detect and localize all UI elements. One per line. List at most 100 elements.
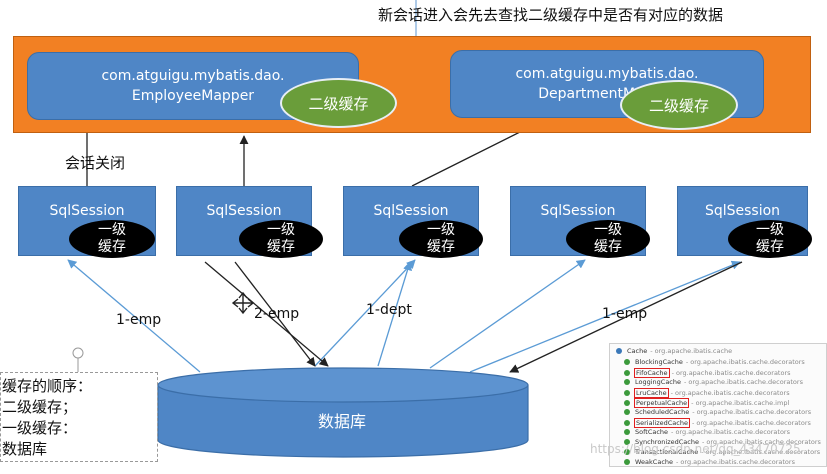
edge-label-1-emp-right: 1-emp [602, 306, 648, 322]
class-name: SoftCache [635, 428, 669, 436]
class-name: SynchronizedCache [635, 438, 699, 446]
first-level-cache: 一级 缓存 [239, 220, 323, 258]
sqlsession-box: SqlSession 一级 缓存 [510, 186, 650, 258]
mapper-namespace: com.atguigu.mybatis.dao. [101, 68, 285, 84]
class-name: SerializedCache [634, 418, 690, 428]
class-name: BlockingCache [635, 358, 683, 366]
first-level-cache-line2: 缓存 [594, 239, 622, 255]
first-level-cache-line1: 一级 [427, 222, 455, 238]
first-level-cache: 一级 缓存 [566, 220, 650, 258]
class-icon [624, 390, 630, 396]
sqlsession-label: SqlSession [373, 203, 449, 219]
rotate-handle-icon [72, 347, 84, 359]
class-package: - org.apache.ibatis.cache.decorators [671, 369, 791, 377]
class-package: - org.apache.ibatis.cache.decorators [701, 438, 821, 446]
sqlsession-label: SqlSession [540, 203, 616, 219]
sqlsession-label: SqlSession [49, 203, 125, 219]
class-icon [624, 400, 630, 406]
class-package: - org.apache.ibatis.cache.decorators [684, 378, 803, 386]
watermark: https://blog.csdn.net/qq_43470725 [590, 442, 801, 456]
arrow-db-to-session3-b [377, 261, 412, 367]
first-level-cache: 一级 缓存 [728, 220, 812, 258]
first-level-cache-line1: 一级 [756, 222, 784, 238]
sqlsession-label: SqlSession [704, 203, 781, 219]
class-row: LruCache- org.apache.ibatis.cache.decora… [624, 388, 790, 398]
sqlsession-box: SqlSession 一级 缓存 [176, 186, 323, 258]
database-cylinder [157, 367, 529, 458]
class-row-header: Cache - org.apache.ibatis.cache [616, 347, 732, 355]
class-icon [624, 370, 630, 376]
edge-label-1-dept: 1-dept [366, 302, 412, 318]
class-name: LoggingCache [635, 378, 682, 386]
first-level-cache-line1: 一级 [98, 222, 126, 238]
cache-order-line: 二级缓存； [2, 398, 78, 416]
first-level-cache-line2: 缓存 [427, 239, 455, 255]
class-icon [624, 379, 630, 385]
class-row: BlockingCache- org.apache.ibatis.cache.d… [624, 358, 805, 366]
class-name: TransactionalCache [635, 448, 699, 456]
class-icon [624, 409, 630, 415]
edge-label-2-emp: 2-emp [254, 306, 300, 322]
first-level-cache-line1: 一级 [267, 222, 295, 238]
class-row: FifoCache- org.apache.ibatis.cache.decor… [624, 368, 791, 378]
class-name: FifoCache [634, 368, 670, 378]
class-row: SynchronizedCache- org.apache.ibatis.cac… [624, 438, 821, 446]
sqlsession-label: SqlSession [206, 203, 282, 219]
mapper-name: EmployeeMapper [131, 88, 255, 104]
class-package: - org.apache.ibatis.cache.decorators [685, 358, 805, 366]
arrow-db-to-session5 [469, 260, 741, 373]
class-row: ScheduledCache- org.apache.ibatis.cache.… [624, 408, 811, 416]
class-name: PerpetualCache [634, 398, 690, 408]
class-name: ScheduledCache [635, 408, 690, 416]
class-package: - org.apache.ibatis.cache.decorators [692, 408, 812, 416]
cache-order-line: 一级缓存： [2, 419, 78, 437]
database-label: 数据库 [318, 412, 367, 431]
class-icon [624, 420, 630, 426]
arrow-db-to-session3-a [314, 259, 416, 367]
class-name: Cache [627, 347, 648, 355]
first-level-cache-line1: 一级 [594, 222, 622, 238]
class-package: - org.apache.ibatis.cache.decorators [670, 389, 790, 397]
class-package: - org.apache.ibatis.cache.decorators [691, 419, 811, 427]
cache-order-line: 数据库 [2, 440, 48, 458]
mapper-namespace: com.atguigu.mybatis.dao. [515, 66, 699, 82]
first-level-cache: 一级 缓存 [69, 220, 155, 258]
class-package: - org.apache.ibatis.cache.decorators [676, 458, 795, 466]
class-row: LoggingCache- org.apache.ibatis.cache.de… [624, 378, 803, 386]
session-close-label: 会话关闭 [65, 154, 126, 172]
class-row: WeakCache- org.apache.ibatis.cache.decor… [624, 458, 795, 466]
class-name: LruCache [634, 388, 669, 398]
arrow-session5-to-db [509, 261, 743, 373]
move-cursor-icon [231, 291, 255, 315]
sqlsession-box: SqlSession 一级 缓存 [18, 186, 156, 258]
sqlsession-box: SqlSession 一级 缓存 [677, 186, 812, 258]
class-row: SoftCache- org.apache.ibatis.cache.decor… [624, 428, 790, 436]
class-icon [624, 459, 630, 465]
department-second-level-cache: 二级缓存 [620, 80, 738, 130]
class-row: SerializedCache- org.apache.ibatis.cache… [624, 418, 811, 428]
sqlsession-box: SqlSession 一级 缓存 [343, 186, 483, 258]
class-name: WeakCache [635, 458, 674, 466]
arrow-session2-to-db-a [204, 261, 329, 367]
class-icon [624, 429, 630, 435]
cache-order-line: 缓存的顺序： [2, 377, 93, 395]
class-package: - org.apache.ibatis.cache.decorators [671, 428, 790, 436]
top-note: 新会话进入会先去查找二级缓存中是否有对应的数据 [378, 6, 724, 24]
class-package: - org.apache.ibatis.cache.decorators [701, 448, 821, 456]
arrow-db-to-session4 [429, 259, 586, 369]
cache-order-textbox [0, 372, 158, 462]
arrow-db-to-session1 [67, 259, 201, 373]
arrow-session2-to-db-b [234, 261, 316, 367]
employee-second-level-cache: 二级缓存 [280, 78, 397, 128]
interface-icon [616, 348, 622, 354]
class-icon [624, 359, 630, 365]
class-row: PerpetualCache- org.apache.ibatis.cache.… [624, 398, 789, 408]
first-level-cache: 一级 缓存 [399, 220, 483, 258]
class-row: TransactionalCache- org.apache.ibatis.ca… [624, 448, 820, 456]
first-level-cache-line2: 缓存 [98, 239, 126, 255]
class-package: - org.apache.ibatis.cache.impl [691, 399, 790, 407]
first-level-cache-line2: 缓存 [756, 239, 784, 255]
edge-label-1-emp: 1-emp [116, 312, 162, 328]
class-icon [624, 449, 630, 455]
